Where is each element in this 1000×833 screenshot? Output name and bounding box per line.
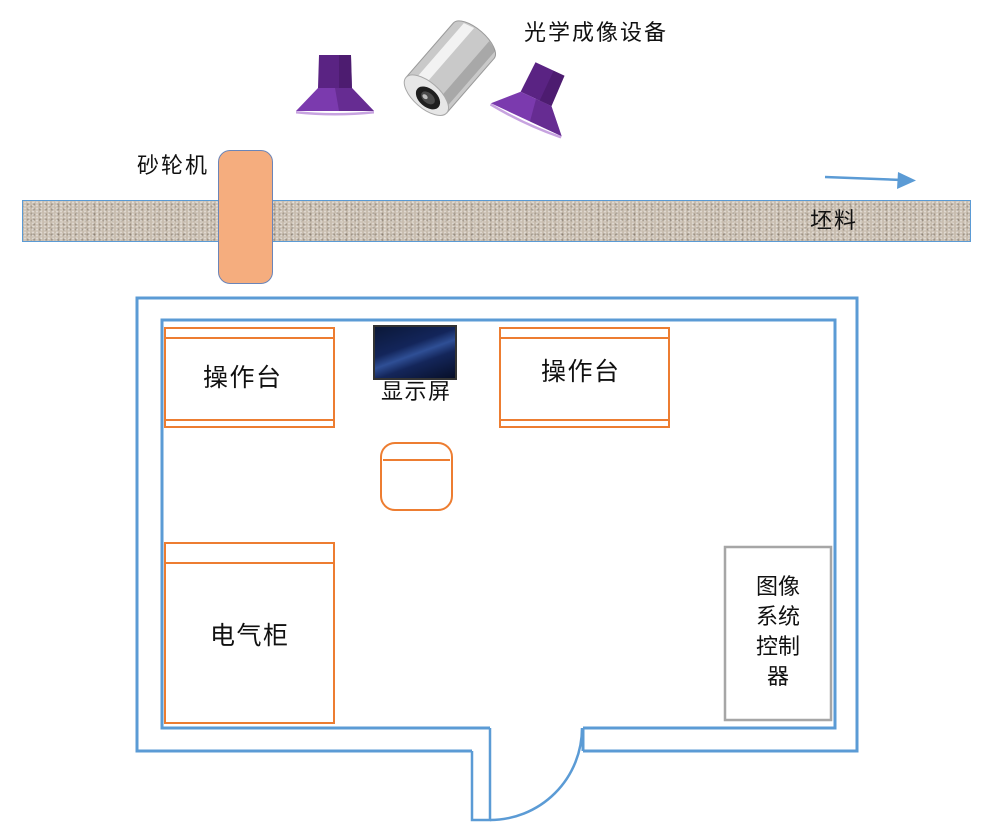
controller-label-line: 器 bbox=[766, 665, 789, 690]
electrical-cabinet bbox=[164, 542, 335, 724]
spotlight-left-top-shade bbox=[339, 55, 352, 88]
console-left bbox=[164, 327, 335, 428]
billet-label: 坯料 bbox=[810, 209, 859, 234]
imaging-device-label: 光学成像设备 bbox=[524, 21, 669, 46]
camera-shadow bbox=[435, 41, 496, 111]
spotlight-right-icon bbox=[489, 62, 565, 139]
chair-seat bbox=[380, 442, 453, 511]
electrical-cabinet-frame bbox=[164, 542, 335, 724]
spotlight-left-icon bbox=[296, 55, 374, 116]
spotlight-left-flare bbox=[296, 88, 374, 111]
spotlight-left-rim bbox=[296, 111, 374, 116]
chair bbox=[380, 442, 453, 511]
spotlight-right-top-shade bbox=[539, 70, 565, 107]
spotlight-right-shade bbox=[529, 98, 562, 137]
console-left-label: 操作台 bbox=[203, 363, 283, 392]
grinding-wheel bbox=[218, 150, 273, 284]
inner-wall bbox=[160, 318, 837, 730]
spotlight-right-rim bbox=[489, 103, 562, 139]
arrow-head bbox=[897, 172, 916, 189]
image-system-controller bbox=[723, 545, 833, 722]
camera-lens-glint bbox=[422, 94, 428, 100]
door-jamb-left bbox=[470, 728, 492, 822]
spotlight-left-shade bbox=[335, 88, 374, 111]
console-right-label: 操作台 bbox=[541, 357, 621, 386]
camera-icon bbox=[403, 20, 496, 116]
arrow-shaft bbox=[824, 175, 903, 182]
console-left-frame bbox=[164, 327, 335, 428]
display-screen-label: 显示屏 bbox=[381, 380, 452, 405]
electrical-cabinet-label: 电气柜 bbox=[210, 621, 290, 650]
door-swing-arc bbox=[489, 727, 584, 822]
spotlight-right-flare bbox=[490, 91, 562, 137]
billet-strip bbox=[22, 200, 971, 242]
outer-wall bbox=[135, 296, 859, 753]
display-screen bbox=[373, 325, 457, 380]
console-right bbox=[499, 327, 670, 428]
console-right-frame bbox=[499, 327, 670, 428]
door bbox=[470, 727, 584, 822]
controller-label-line: 系统 bbox=[755, 605, 800, 630]
controller-label-line: 图像 bbox=[755, 575, 800, 600]
arrow-right-icon bbox=[824, 172, 916, 189]
grinder-label: 砂轮机 bbox=[137, 154, 210, 179]
controller-label-line: 控制 bbox=[755, 635, 800, 660]
camera-highlight bbox=[412, 23, 475, 90]
controller-label: 图像 系统 控制 器 bbox=[725, 573, 831, 693]
